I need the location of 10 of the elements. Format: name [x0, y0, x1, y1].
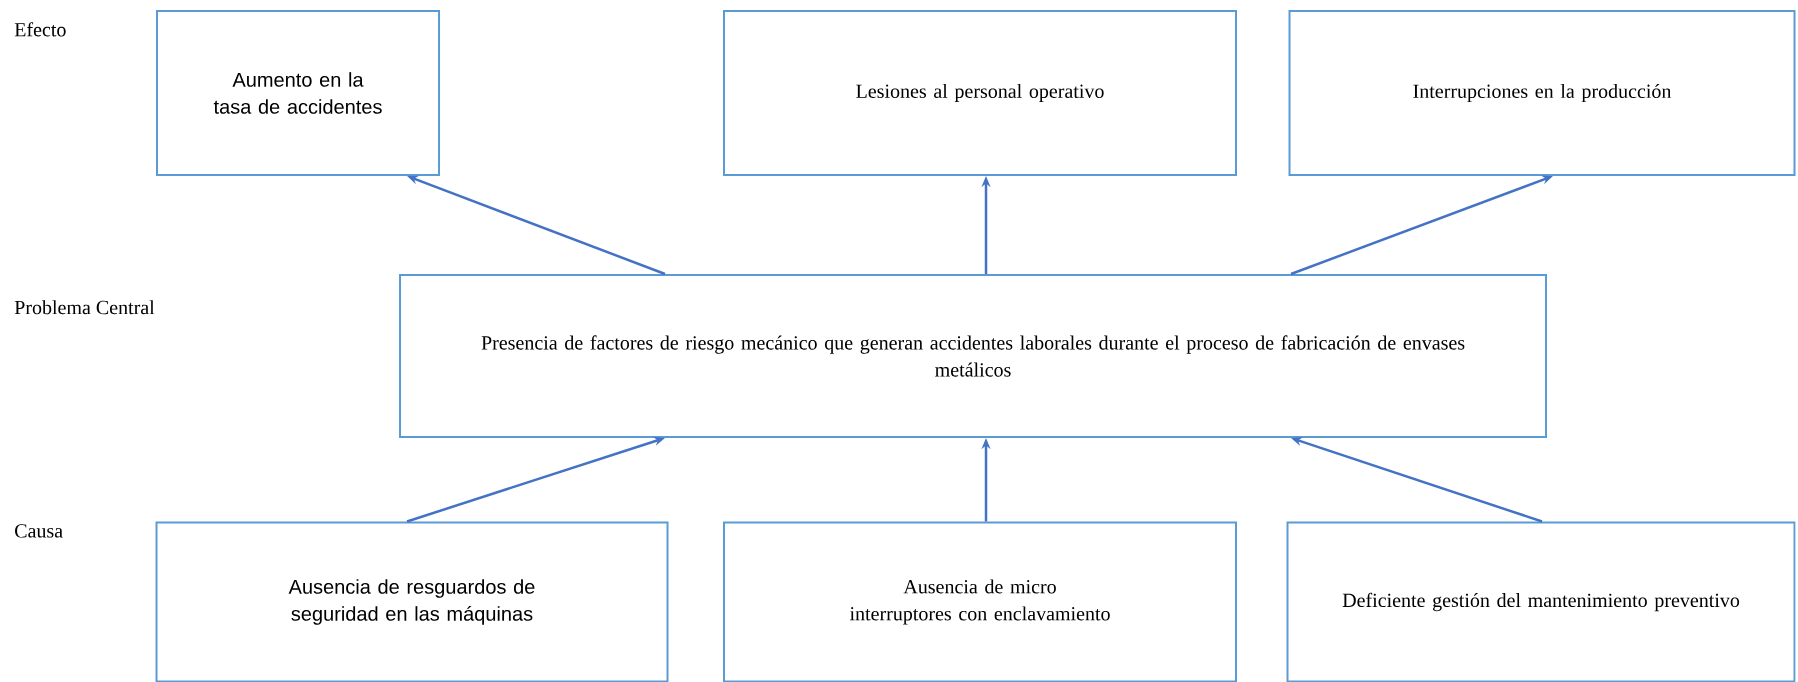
problem-box: Presencia de factores de riesgo mecánico que generan accidentes laborales durante el proceso de fabricación de envases metálicos: [399, 274, 1547, 438]
level-label: Causa: [15, 524, 63, 538]
effect-box: Lesiones al personal operativo: [723, 10, 1237, 176]
cause-box: Deficiente gestión del mantenimiento preventivo: [1286, 521, 1796, 682]
cause-box: Ausencia de resguardos de seguridad en las máquinas: [155, 521, 669, 682]
cause-box: Ausencia de micro interruptores con enclavamiento: [723, 521, 1237, 682]
level-label: Efecto: [14, 22, 66, 37]
effect-box: Interrupciones en la producción: [1288, 10, 1796, 176]
level-label: Problema Central: [14, 300, 155, 315]
effect-box: Aumento en la tasa de accidentes: [156, 10, 440, 176]
